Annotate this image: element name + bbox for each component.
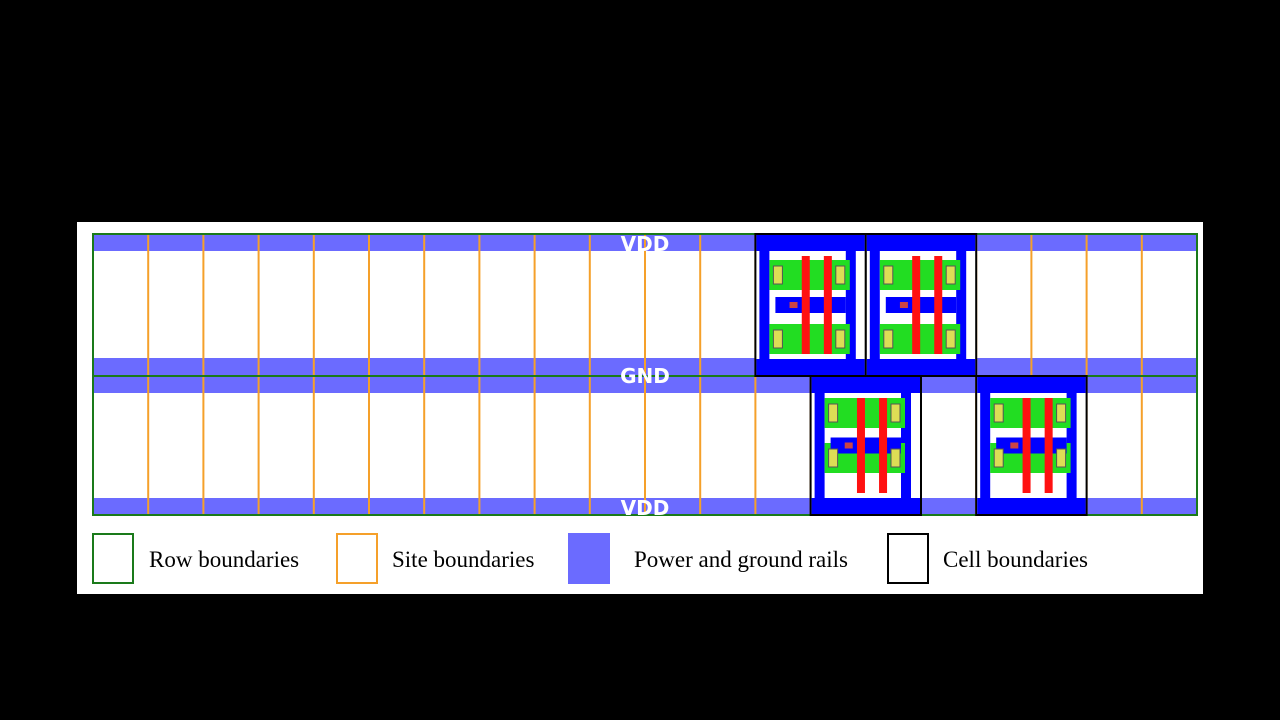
row-boundary-swatch: [92, 533, 134, 584]
vdd-label-bottom: VDD: [621, 496, 670, 520]
cell-contact: [828, 403, 839, 423]
cell-metal-route: [996, 437, 1067, 454]
cell-contact: [993, 403, 1004, 423]
legend-site-boundaries: Site boundaries: [392, 547, 535, 572]
cell-contact: [835, 265, 846, 285]
cell-metal-strap: [901, 377, 911, 514]
placement-layout: VDD GND VDD: [92, 232, 1198, 520]
cell-poly-gate: [1044, 398, 1053, 493]
cell-metal-strap: [869, 235, 880, 375]
gnd-label: GND: [620, 364, 670, 388]
diagram-panel: VDD GND VDD Row boundaries Site boundari…: [77, 222, 1203, 594]
cell: [809, 375, 922, 516]
cell-metal-rail: [977, 498, 1086, 514]
cell-metal-route: [775, 297, 846, 313]
cell-pin: [897, 300, 910, 310]
cell-pin: [787, 300, 800, 310]
cell-metal-rail: [811, 498, 920, 514]
cell-poly-gate: [879, 398, 888, 493]
cell-poly-gate: [934, 256, 943, 354]
cell-contact: [883, 265, 894, 285]
legend-row-boundaries: Row boundaries: [149, 547, 300, 572]
cell-contact: [772, 265, 783, 285]
cell-contact: [1056, 448, 1067, 468]
rail-swatch: [568, 533, 610, 584]
vdd-label-top: VDD: [621, 232, 670, 256]
site-boundary-swatch: [336, 533, 378, 584]
cell-contact: [883, 329, 894, 349]
cell-contact: [993, 448, 1004, 468]
cell-contact: [945, 265, 956, 285]
cell-boundary-swatch: [887, 533, 929, 584]
cell-poly-gate: [912, 256, 921, 354]
cell-metal-route: [885, 297, 957, 313]
cell: [975, 375, 1088, 516]
cell-poly-gate: [801, 256, 810, 354]
cell: [754, 233, 867, 377]
cell-contact: [1056, 403, 1067, 423]
cell-metal-rail: [866, 235, 976, 251]
cell-metal-rail: [756, 235, 865, 251]
row-boundary-2: [92, 375, 1198, 516]
cell-contact: [772, 329, 783, 349]
cell-metal-strap: [759, 235, 770, 375]
cell-metal-strap: [956, 235, 967, 375]
cell-metal-rail: [866, 359, 976, 375]
cell-pin: [1008, 440, 1021, 451]
cell-metal-rail: [811, 377, 920, 393]
cell-metal-rail: [977, 377, 1086, 393]
cell-contact: [890, 448, 901, 468]
cell-metal-strap: [845, 235, 856, 375]
cell-pin: [842, 440, 855, 451]
standard-cells: [754, 233, 1088, 516]
cell-poly-gate: [856, 398, 865, 493]
cell-contact: [945, 329, 956, 349]
cell-metal-route: [830, 437, 901, 454]
cell-contact: [890, 403, 901, 423]
legend-cell-boundaries: Cell boundaries: [943, 547, 1088, 572]
cell-poly-gate: [1022, 398, 1031, 493]
cell: [864, 233, 978, 377]
cell-metal-strap: [1066, 377, 1077, 514]
cell-contact: [835, 329, 846, 349]
cell-metal-strap: [980, 377, 991, 514]
cell-contact: [828, 448, 839, 468]
cell-metal-strap: [814, 377, 825, 514]
cell-metal-rail: [756, 359, 865, 375]
cell-poly-gate: [823, 256, 832, 354]
legend-power-ground-rails: Power and ground rails: [634, 547, 848, 572]
